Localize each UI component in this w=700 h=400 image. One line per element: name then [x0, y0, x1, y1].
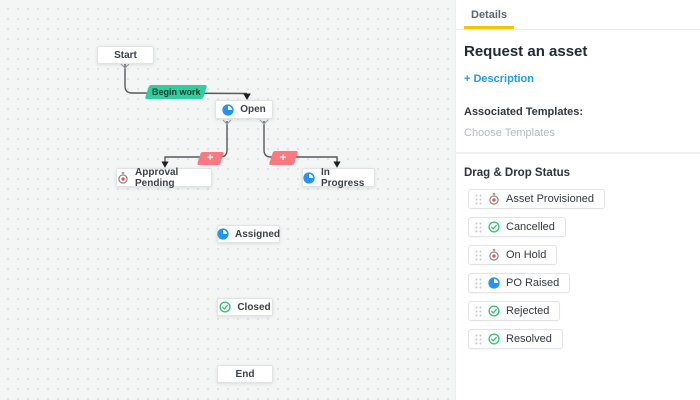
drag-handle-icon[interactable] [475, 222, 482, 233]
arrowhead-approval [161, 161, 169, 168]
transition-begin-work[interactable]: Begin work [144, 85, 208, 99]
node-label: Approval Pending [135, 166, 179, 189]
workflow-edges [120, 63, 341, 168]
status-chip-label: Rejected [506, 305, 550, 317]
choose-templates-picker[interactable]: Choose Templates [464, 127, 555, 139]
status-chip-asset-provisioned[interactable]: Asset Provisioned [468, 189, 606, 209]
connector-chevron-open-left [222, 119, 232, 125]
node-label: Start [114, 49, 137, 61]
connector-chevron-start [120, 63, 130, 69]
inprogress-icon [488, 277, 500, 289]
transition-label: + [207, 152, 214, 164]
associated-templates-label: Associated Templates: [464, 106, 584, 118]
inprogress-icon [217, 228, 229, 240]
inprogress-icon [222, 103, 234, 116]
timer-icon [488, 193, 500, 205]
node-label: Closed [237, 301, 271, 313]
add-description-link[interactable]: + Description [464, 73, 534, 85]
node-label: Open [240, 104, 266, 115]
status-chip-label: On Hold [506, 249, 547, 261]
status-chip-label: Resolved [506, 333, 552, 345]
node-label: In Progress [321, 166, 365, 189]
tab-details[interactable]: Details [464, 0, 515, 29]
drag-handle-icon[interactable] [475, 194, 482, 205]
node-closed[interactable]: Closed [217, 298, 273, 316]
transition-label: Begin work [151, 87, 201, 97]
drag-drop-status-heading: Drag & Drop Status [464, 167, 571, 179]
check-icon [488, 333, 500, 345]
details-panel: Details Request an asset + Description A… [455, 0, 700, 400]
arrowhead-inprogress [333, 161, 341, 168]
status-chip-resolved[interactable]: Resolved [468, 329, 563, 349]
transition-add-left[interactable]: + [196, 152, 225, 165]
connector-chevron-open-right [259, 119, 269, 125]
status-chip-rejected[interactable]: Rejected [468, 301, 561, 321]
status-chip-label: Asset Provisioned [506, 193, 595, 205]
timer-icon [488, 249, 500, 261]
node-approval-pending[interactable]: Approval Pending [116, 166, 212, 189]
node-label: End [235, 368, 255, 380]
drag-handle-icon[interactable] [475, 306, 482, 317]
status-chip-cancelled[interactable]: Cancelled [468, 217, 566, 237]
node-in-progress[interactable]: In Progress [302, 166, 375, 189]
transition-add-right[interactable]: + [268, 151, 299, 165]
node-start[interactable]: Start [97, 46, 154, 64]
check-icon [488, 221, 500, 233]
check-icon [219, 301, 231, 313]
inprogress-icon [303, 171, 315, 184]
status-chip-label: Cancelled [506, 221, 555, 233]
panel-divider [456, 152, 700, 154]
transition-label: + [280, 151, 287, 164]
node-assigned[interactable]: Assigned [217, 225, 280, 243]
edge-start-open [124, 64, 248, 95]
status-chip-on-hold[interactable]: On Hold [468, 245, 558, 265]
drag-handle-icon[interactable] [475, 250, 482, 261]
status-chip-po-raised[interactable]: PO Raised [468, 273, 571, 293]
timer-icon [117, 171, 129, 184]
drag-handle-icon[interactable] [475, 278, 482, 289]
node-end[interactable]: End [217, 365, 273, 383]
node-label: Assigned [235, 228, 281, 240]
check-icon [488, 305, 500, 317]
arrowhead-open [243, 93, 251, 100]
node-open[interactable]: Open [215, 100, 273, 119]
status-chip-label: PO Raised [506, 277, 560, 289]
workflow-title: Request an asset [464, 43, 588, 60]
drag-handle-icon[interactable] [475, 334, 482, 345]
panel-tabbar: Details [456, 0, 700, 30]
